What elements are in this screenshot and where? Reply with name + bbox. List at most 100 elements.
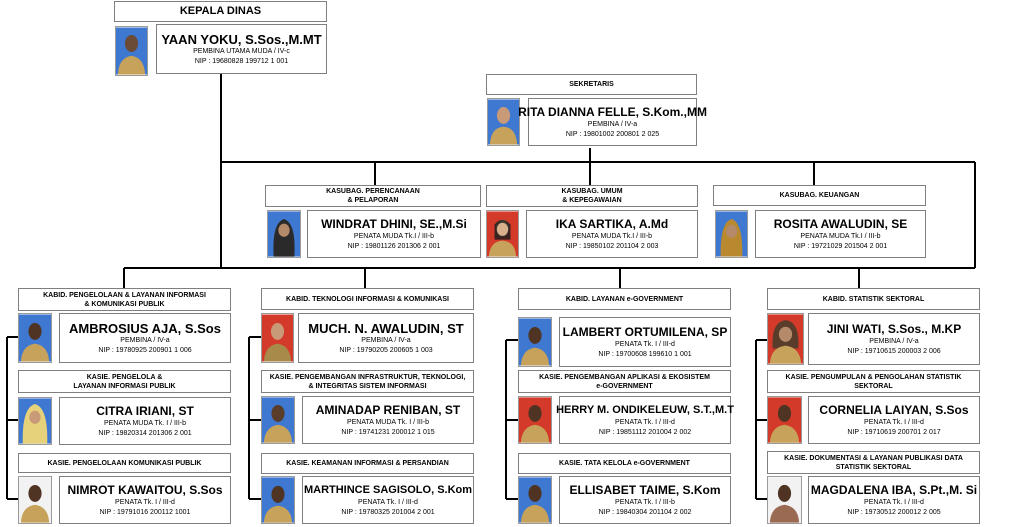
- division-title: KABID. LAYANAN e-GOVERNMENT: [518, 288, 731, 310]
- section-photo: [767, 476, 802, 524]
- section-card: CITRA IRIANI, ST PENATA MUDA Tk. I / III…: [59, 397, 231, 445]
- section-rank: PENATA Tk. I / III-d: [358, 498, 418, 506]
- subdivision-nip: NIP : 19850102 201104 2 003: [565, 242, 659, 250]
- division-rank: PEMBINA / IV-a: [361, 336, 411, 344]
- subdivision-rank: PENATA MUDA Tk.I / III-b: [571, 232, 653, 240]
- subdivision-title: KASUBAG. UMUM & KEPEGAWAIAN: [486, 185, 698, 207]
- division-rank: PEMBINA / IV-a: [120, 336, 170, 344]
- section-title: KASIE. DOKUMENTASI & LAYANAN PUBLIKASI D…: [767, 451, 980, 474]
- division-card: AMBROSIUS AJA, S.Sos PEMBINA / IV-a NIP …: [59, 313, 231, 363]
- division-card: MUCH. N. AWALUDIN, ST PEMBINA / IV-a NIP…: [298, 313, 474, 363]
- subdivision-title: KASUBAG. KEUANGAN: [713, 185, 926, 206]
- subdivision-nip: NIP : 19801126 201306 2 001: [347, 242, 441, 250]
- subdivision-rank: PENATA MUDA Tk.I / III-b: [353, 232, 435, 240]
- division-photo: [261, 313, 294, 363]
- subdivision-name: WINDRAT DHINI, SE.,M.Si: [321, 216, 467, 231]
- section-nip: NIP : 19741231 200012 1 015: [341, 428, 435, 436]
- section-nip: NIP : 19730512 200012 2 005: [847, 508, 941, 516]
- head-card: YAAN YOKU, S.Sos.,M.MT PEMBINA UTAMA MUD…: [156, 24, 327, 74]
- section-rank: PENATA MUDA Tk. I / III-b: [103, 419, 187, 427]
- division-name: AMBROSIUS AJA, S.Sos: [69, 320, 221, 336]
- division-name: JINI WATI, S.Sos., M.KP: [826, 321, 962, 336]
- subdivision-photo: [486, 210, 519, 258]
- section-card: MARTHINCE SAGISOLO, S.Kom PENATA Tk. I /…: [302, 476, 474, 524]
- section-name: NIMROT KAWAITOU, S.Sos: [67, 482, 223, 497]
- division-title: KABID. PENGELOLAAN & LAYANAN INFORMASI &…: [18, 288, 231, 311]
- section-card: NIMROT KAWAITOU, S.Sos PENATA Tk. I / II…: [59, 476, 231, 524]
- division-card: LAMBERT ORTUMILENA, SP PENATA Tk. I / II…: [559, 317, 731, 367]
- secretary-rank: PEMBINA / IV-a: [587, 120, 638, 128]
- secretary-nip: NIP : 19801002 200801 2 025: [565, 130, 660, 138]
- section-name: HERRY M. ONDIKELEUW, S.T.,M.T: [556, 403, 734, 416]
- division-title: KABID. TEKNOLOGI INFORMASI & KOMUNIKASI: [261, 288, 474, 310]
- subdivision-photo: [267, 210, 301, 258]
- secretary-title: SEKRETARIS: [486, 74, 697, 95]
- section-name: CITRA IRIANI, ST: [96, 403, 194, 418]
- subdivision-card: ROSITA AWALUDIN, SE PENATA MUDA Tk.I / I…: [755, 210, 926, 258]
- section-card: CORNELIA LAIYAN, S.Sos PENATA Tk. I / II…: [808, 396, 980, 444]
- section-card: MAGDALENA IBA, S.Pt.,M. Si PENATA Tk. I …: [808, 476, 980, 524]
- section-rank: PENATA Tk. I / III-d: [864, 498, 924, 506]
- head-name: YAAN YOKU, S.Sos.,M.MT: [161, 31, 322, 47]
- section-name: AMINADAP RENIBAN, ST: [315, 402, 461, 417]
- section-title: KASIE. PENGUMPULAN & PENGOLAHAN STATISTI…: [767, 370, 980, 393]
- section-rank: PENATA MUDA Tk. I / III-b: [346, 418, 430, 426]
- secretary-name: RITA DIANNA FELLE, S.Kom.,MM: [518, 104, 707, 119]
- section-title: KASIE. PENGEMBANGAN APLIKASI & EKOSISTEM…: [518, 370, 731, 393]
- section-photo: [518, 476, 552, 524]
- section-name: ELLISABET TAIME, S.Kom: [569, 482, 721, 497]
- subdivision-card: WINDRAT DHINI, SE.,M.Si PENATA MUDA Tk.I…: [307, 210, 481, 258]
- section-photo: [18, 476, 52, 524]
- section-card: AMINADAP RENIBAN, ST PENATA MUDA Tk. I /…: [302, 396, 474, 444]
- subdivision-photo: [715, 210, 748, 258]
- secretary-card: RITA DIANNA FELLE, S.Kom.,MM PEMBINA / I…: [518, 98, 707, 146]
- subdivision-card: IKA SARTIKA, A.Md PENATA MUDA Tk.I / III…: [526, 210, 698, 258]
- head-photo: [115, 26, 148, 76]
- section-photo: [261, 476, 295, 524]
- section-photo: [18, 397, 52, 445]
- section-name: CORNELIA LAIYAN, S.Sos: [819, 402, 969, 417]
- division-nip: NIP : 19700608 199610 1 001: [598, 350, 692, 358]
- section-rank: PENATA Tk. I / III-d: [115, 498, 175, 506]
- section-title: KASIE. PENGELOLAAN KOMUNIKASI PUBLIK: [18, 453, 231, 473]
- division-nip: NIP : 19780925 200901 1 006: [98, 346, 192, 354]
- subdivision-rank: PENATA MUDA Tk.I / III-b: [800, 232, 881, 240]
- subdivision-name: ROSITA AWALUDIN, SE: [773, 216, 908, 231]
- section-nip: NIP : 19851112 201004 2 002: [598, 428, 692, 436]
- division-title: KABID. STATISTIK SEKTORAL: [767, 288, 980, 310]
- section-nip: NIP : 19791016 200112 1001: [99, 508, 191, 516]
- section-rank: PENATA Tk. I / III-d: [864, 418, 924, 426]
- subdivision-title: KASUBAG. PERENCANAAN & PELAPORAN: [265, 185, 481, 207]
- head-rank: PEMBINA UTAMA MUDA / IV-c: [193, 47, 290, 55]
- subdivision-nip: NIP : 19721029 201504 2 001: [793, 242, 888, 250]
- division-rank: PENATA Tk. I / III-d: [615, 340, 675, 348]
- subdivision-name: IKA SARTIKA, A.Md: [555, 216, 669, 231]
- head-title: KEPALA DINAS: [114, 1, 327, 22]
- secretary-photo: [487, 98, 520, 146]
- section-photo: [767, 396, 802, 444]
- section-title: KASIE. PENGEMBANGAN INFRASTRUKTUR, TEKNO…: [261, 370, 474, 393]
- section-nip: NIP : 19840304 201104 2 002: [598, 508, 692, 516]
- division-name: LAMBERT ORTUMILENA, SP: [562, 324, 728, 339]
- section-nip: NIP : 19780325 201004 2 001: [341, 508, 435, 516]
- section-title: KASIE. KEAMANAN INFORMASI & PERSANDIAN: [261, 453, 474, 474]
- division-photo: [18, 313, 52, 363]
- section-card: ELLISABET TAIME, S.Kom PENATA Tk. I / II…: [559, 476, 731, 524]
- division-nip: NIP : 19790205 200605 1 003: [339, 346, 433, 354]
- section-name: MAGDALENA IBA, S.Pt.,M. Si: [810, 482, 978, 497]
- section-photo: [261, 396, 295, 444]
- division-card: JINI WATI, S.Sos., M.KP PEMBINA / IV-a N…: [808, 313, 980, 365]
- division-photo: [767, 313, 804, 365]
- section-rank: PENATA Tk. I / III-b: [615, 498, 675, 506]
- division-photo: [518, 317, 552, 367]
- head-nip: NIP : 19680828 199712 1 001: [194, 57, 289, 65]
- division-nip: NIP : 19710615 200003 2 006: [847, 347, 941, 355]
- section-rank: PENATA Tk. I / III-d: [615, 418, 675, 426]
- section-nip: NIP : 19710619 200701 2 017: [847, 428, 941, 436]
- section-title: KASIE. TATA KELOLA e-GOVERNMENT: [518, 453, 731, 474]
- division-name: MUCH. N. AWALUDIN, ST: [308, 320, 464, 336]
- division-rank: PEMBINA / IV-a: [869, 337, 919, 345]
- section-name: MARTHINCE SAGISOLO, S.Kom: [303, 483, 473, 496]
- section-card: HERRY M. ONDIKELEUW, S.T.,M.T PENATA Tk.…: [556, 396, 734, 444]
